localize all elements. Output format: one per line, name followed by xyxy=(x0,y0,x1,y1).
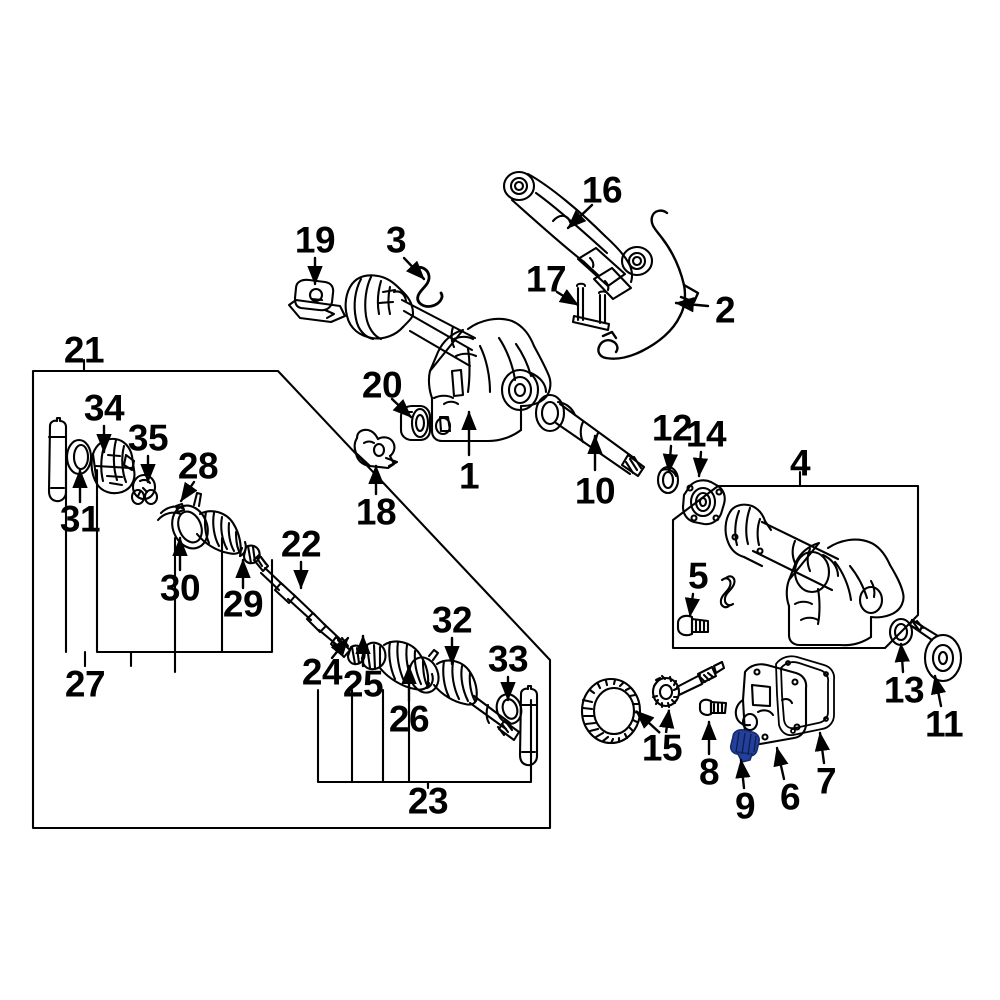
callout-label-22[interactable]: 22 xyxy=(280,523,322,565)
callout-label-6[interactable]: 6 xyxy=(779,776,801,818)
callout-label-23[interactable]: 23 xyxy=(407,780,449,822)
callout-label-3[interactable]: 3 xyxy=(385,219,407,261)
callout-label-24[interactable]: 24 xyxy=(301,651,343,693)
callout-arrow-24 xyxy=(330,636,350,660)
callout-arrow-11 xyxy=(930,674,947,708)
callout-label-33[interactable]: 33 xyxy=(487,638,529,680)
callout-arrow-5 xyxy=(684,592,701,618)
callout-arrow-9 xyxy=(735,758,751,790)
callout-label-13[interactable]: 13 xyxy=(883,669,925,711)
callout-label-17[interactable]: 17 xyxy=(525,258,567,300)
callout-label-21[interactable]: 21 xyxy=(63,329,105,371)
callout-label-4[interactable]: 4 xyxy=(789,442,811,484)
callout-label-19[interactable]: 19 xyxy=(294,219,336,261)
callout-label-32[interactable]: 32 xyxy=(431,599,473,641)
callout-label-35[interactable]: 35 xyxy=(127,417,169,459)
callout-label-11[interactable]: 11 xyxy=(924,703,964,745)
callout-label-27[interactable]: 27 xyxy=(64,663,106,705)
callout-label-2[interactable]: 2 xyxy=(714,289,736,331)
callout-label-29[interactable]: 29 xyxy=(222,583,264,625)
callout-label-5[interactable]: 5 xyxy=(687,555,709,597)
callout-label-7[interactable]: 7 xyxy=(815,760,837,802)
callout-arrow-7 xyxy=(814,731,830,765)
callout-arrow-12 xyxy=(662,444,679,474)
callout-arrow-16 xyxy=(566,203,594,230)
callout-label-31[interactable]: 31 xyxy=(59,498,101,540)
callout-label-1[interactable]: 1 xyxy=(458,455,480,497)
callout-label-26[interactable]: 26 xyxy=(388,698,430,740)
callout-arrow-6 xyxy=(773,746,789,781)
callout-label-8[interactable]: 8 xyxy=(698,751,720,793)
callout-arrow-14 xyxy=(692,450,709,478)
callout-arrow-20 xyxy=(390,397,413,419)
callout-arrow-13 xyxy=(894,642,910,674)
callout-label-12[interactable]: 12 xyxy=(651,407,693,449)
callout-arrow-17 xyxy=(555,288,580,307)
callout-label-14[interactable]: 14 xyxy=(685,413,727,455)
callout-label-25[interactable]: 25 xyxy=(342,663,384,705)
highlighted-part-9 xyxy=(729,729,760,763)
callout-label-28[interactable]: 28 xyxy=(177,445,219,487)
callout-label-10[interactable]: 10 xyxy=(574,470,616,512)
callout-label-18[interactable]: 18 xyxy=(355,491,397,533)
callout-label-20[interactable]: 20 xyxy=(361,364,403,406)
callout-label-30[interactable]: 30 xyxy=(159,567,201,609)
callout-label-9[interactable]: 9 xyxy=(734,785,756,827)
callout-arrow-3 xyxy=(402,256,426,281)
callout-arrow-2 xyxy=(674,297,710,313)
callout-label-16[interactable]: 16 xyxy=(581,169,623,211)
callout-label-15[interactable]: 15 xyxy=(641,727,683,769)
callout-label-34[interactable]: 34 xyxy=(83,387,125,429)
callout-arrow-28 xyxy=(179,480,198,503)
